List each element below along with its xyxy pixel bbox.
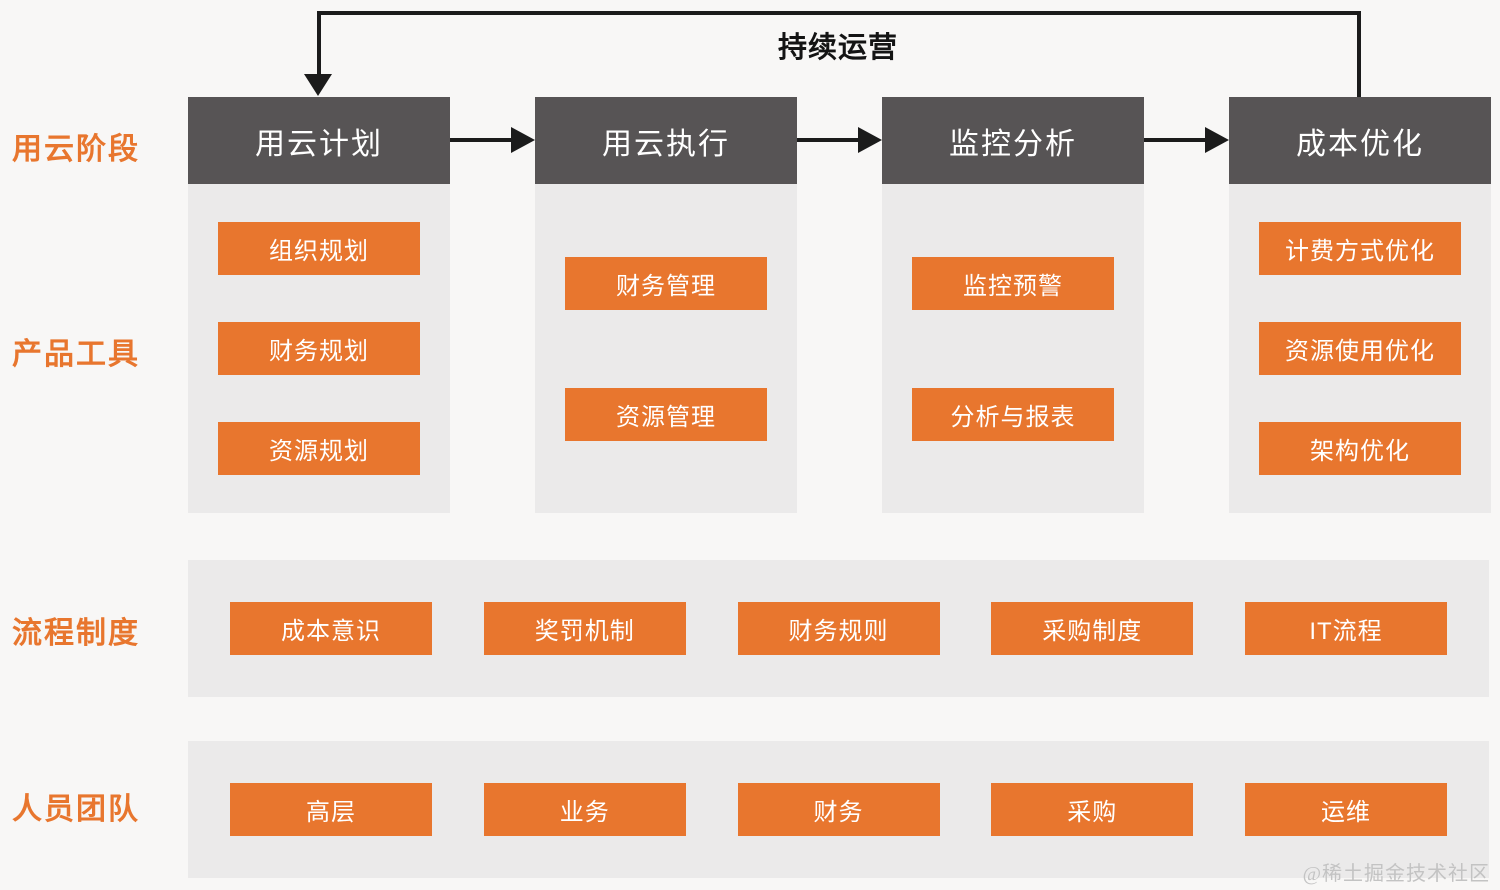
flow-arrow-head (858, 127, 882, 153)
row-label-team: 人员团队 (12, 793, 140, 826)
tool-box: 计费方式优化 (1259, 222, 1461, 275)
stage-column: 用云计划组织规划财务规划资源规划 (188, 97, 450, 513)
tool-box: 采购制度 (991, 602, 1194, 655)
feedback-loop-line-top (317, 11, 1361, 15)
stage-header: 用云计划 (188, 97, 450, 184)
tool-box: 奖罚机制 (483, 602, 686, 655)
feedback-loop-line-right (1357, 11, 1361, 97)
stage-column: 成本优化计费方式优化资源使用优化架构优化 (1229, 97, 1491, 513)
team-strip: 高层业务财务采购运维 (188, 741, 1489, 878)
feedback-loop-arrowhead-icon (304, 74, 332, 96)
flow-arrow-line (450, 138, 513, 142)
tool-box: 财务规则 (737, 602, 940, 655)
tool-box: 成本意识 (230, 602, 432, 655)
tool-box: 架构优化 (1259, 422, 1461, 475)
row-label-process-system: 流程制度 (12, 617, 140, 650)
stage-column: 监控分析监控预警分析与报表 (882, 97, 1144, 513)
loop-label: 持续运营 (777, 32, 899, 64)
row-label-cloud-stages: 用云阶段 (12, 133, 140, 166)
stage-tools-panel: 计费方式优化资源使用优化架构优化 (1229, 184, 1491, 513)
tool-box: 分析与报表 (912, 387, 1114, 441)
stage-column: 用云执行财务管理资源管理 (535, 97, 797, 513)
stage-header: 成本优化 (1229, 97, 1491, 184)
row-label-product-tools: 产品工具 (12, 338, 140, 371)
tool-box: 监控预警 (912, 256, 1114, 310)
flow-arrow-line (797, 138, 860, 142)
tool-box: 财务规划 (218, 322, 420, 375)
process-strip: 成本意识奖罚机制财务规则采购制度 IT流程 (188, 560, 1489, 697)
tool-box: 财务管理 (565, 256, 767, 310)
flow-arrow-icon (450, 127, 535, 153)
stage-header: 监控分析 (882, 97, 1144, 184)
flow-arrow-icon (1144, 127, 1229, 153)
tool-box: 资源管理 (565, 387, 767, 441)
tool-box: 运维 (1245, 783, 1447, 836)
flow-arrow-head (1205, 127, 1229, 153)
tool-box: 高层 (230, 783, 432, 836)
stage-tools-panel: 组织规划财务规划资源规划 (188, 184, 450, 513)
tool-box: 资源规划 (218, 422, 420, 475)
stage-header: 用云执行 (535, 97, 797, 184)
feedback-loop-line-left (317, 11, 321, 75)
tool-box: 资源使用优化 (1259, 322, 1461, 375)
stage-tools-panel: 监控预警分析与报表 (882, 184, 1144, 513)
tool-box: 采购 (991, 783, 1194, 836)
tool-box: 业务 (483, 783, 686, 836)
tool-box: 组织规划 (218, 222, 420, 275)
tool-box: 财务 (737, 783, 940, 836)
flow-arrow-icon (797, 127, 882, 153)
flow-arrow-head (511, 127, 535, 153)
flow-arrow-line (1144, 138, 1207, 142)
tool-box: IT流程 (1245, 602, 1447, 655)
watermark: @稀土掘金技术社区 (1302, 863, 1490, 885)
stage-tools-panel: 财务管理资源管理 (535, 184, 797, 513)
